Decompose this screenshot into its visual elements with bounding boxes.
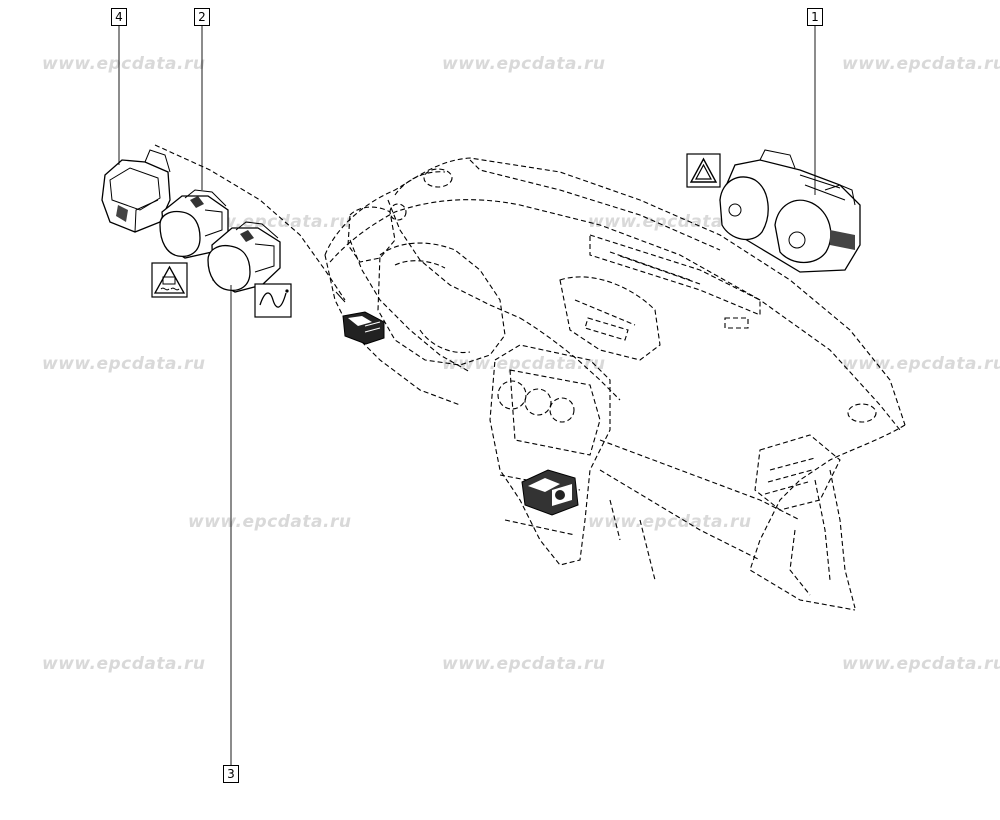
callout-2[interactable]: 2 xyxy=(194,8,210,26)
callout-4[interactable]: 4 xyxy=(111,8,127,26)
hazard-warning-triangle-icon xyxy=(686,153,721,188)
esp-skid-warning-icon xyxy=(151,262,188,298)
watermark-text: www.epcdata.ru xyxy=(442,354,606,374)
watermark-text: www.epcdata.ru xyxy=(188,512,352,532)
sine-wave-icon xyxy=(254,283,292,318)
watermark-text: www.epcdata.ru xyxy=(842,54,1000,74)
watermark-text: www.epcdata.ru xyxy=(42,654,206,674)
watermark-text: www.epcdata.ru xyxy=(42,54,206,74)
watermark-text: www.epcdata.ru xyxy=(442,654,606,674)
switch-module-part-1[interactable] xyxy=(719,149,861,273)
guide-line xyxy=(154,144,346,301)
watermark-text: www.epcdata.ru xyxy=(842,354,1000,374)
watermark-text: www.epcdata.ru xyxy=(42,354,206,374)
switch-part-3[interactable] xyxy=(207,221,281,293)
callout-1[interactable]: 1 xyxy=(807,8,823,26)
watermark-text: www.epcdata.ru xyxy=(588,512,752,532)
installed-switch xyxy=(342,311,385,345)
dashboard-outline xyxy=(324,157,906,611)
guide-arrow xyxy=(335,291,346,303)
switch-part-2[interactable] xyxy=(159,189,229,259)
watermark-text: www.epcdata.ru xyxy=(188,212,352,232)
switch-part-4[interactable] xyxy=(101,149,171,233)
callout-3[interactable]: 3 xyxy=(223,765,239,783)
watermark-text: www.epcdata.ru xyxy=(842,654,1000,674)
watermark-text: www.epcdata.ru xyxy=(442,54,606,74)
watermark-text: www.epcdata.ru xyxy=(588,212,752,232)
installed-console-switches xyxy=(521,469,579,516)
